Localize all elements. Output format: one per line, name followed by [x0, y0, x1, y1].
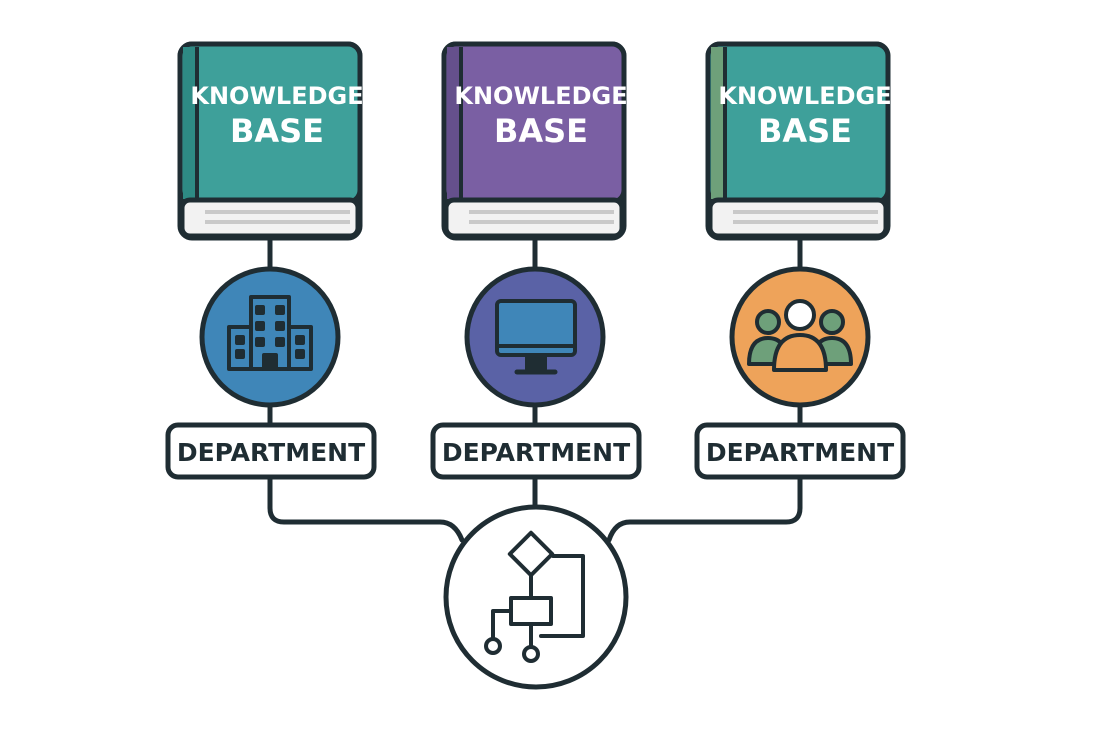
book-spine	[183, 47, 197, 199]
connectors	[267, 235, 803, 543]
book-pages	[443, 197, 625, 239]
department-label-text: DEPARTMENT	[177, 438, 365, 467]
column-1: KNOWLEDGE BASE	[165, 41, 377, 480]
book-title-line2: BASE	[758, 112, 852, 150]
column-3: KNOWLEDGE BASE DEPARTMENT	[694, 41, 906, 480]
department-label-3: DEPARTMENT	[694, 422, 906, 480]
book-title-line2: BASE	[494, 112, 588, 150]
monitor-icon	[495, 299, 577, 375]
knowledge-base-book-1: KNOWLEDGE BASE	[177, 41, 364, 241]
book-pages	[707, 197, 889, 239]
people-group-icon	[747, 299, 853, 372]
column-2: KNOWLEDGE BASE DEPARTMENT	[430, 41, 642, 480]
knowledge-base-book-2: KNOWLEDGE BASE	[441, 41, 628, 241]
department-icon-circle-3	[729, 266, 871, 408]
department-label-text: DEPARTMENT	[706, 438, 894, 467]
book-spine	[711, 47, 725, 199]
department-label-2: DEPARTMENT	[430, 422, 642, 480]
workflow-hub	[443, 504, 629, 690]
book-pages	[179, 197, 361, 239]
department-label-text: DEPARTMENT	[442, 438, 630, 467]
building-icon	[227, 295, 313, 371]
knowledge-base-book-3: KNOWLEDGE BASE	[705, 41, 892, 241]
book-title-line1: KNOWLEDGE	[190, 82, 363, 110]
book-title-line1: KNOWLEDGE	[718, 82, 891, 110]
workflow-icon	[484, 530, 585, 663]
book-title-line2: BASE	[230, 112, 324, 150]
book-title-line1: KNOWLEDGE	[454, 82, 627, 110]
book-spine	[447, 47, 461, 199]
department-label-1: DEPARTMENT	[165, 422, 377, 480]
connector-label1-hub	[267, 475, 465, 543]
connector-label3-hub	[606, 475, 803, 543]
department-icon-circle-1	[199, 266, 341, 408]
department-icon-circle-2	[464, 266, 606, 408]
